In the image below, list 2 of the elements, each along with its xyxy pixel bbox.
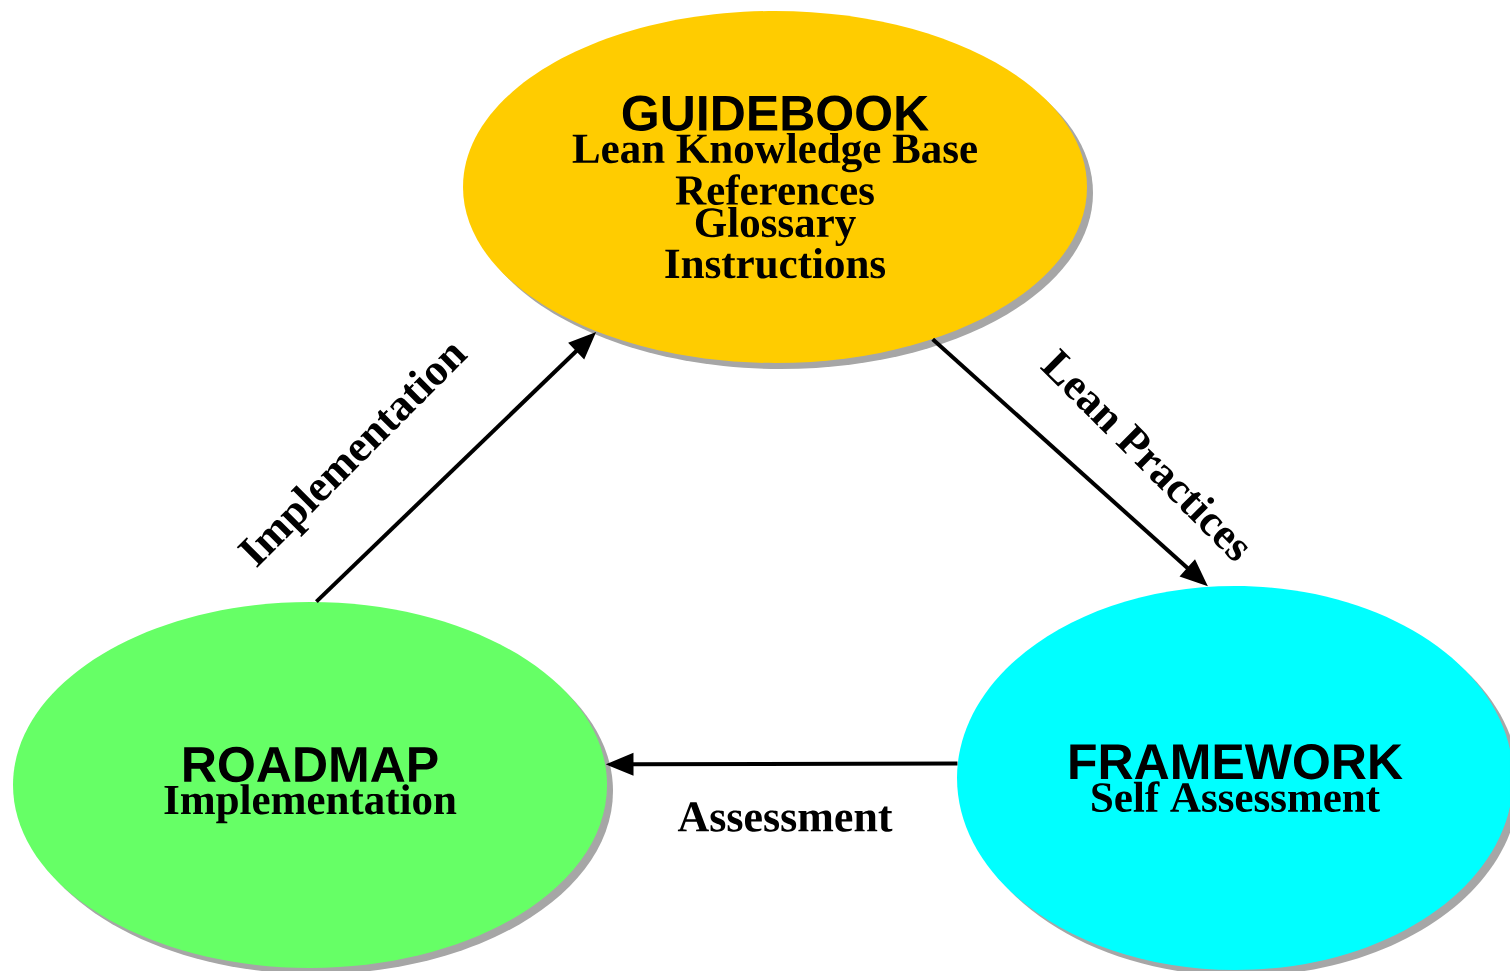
ellipse-node: ROADMAP Implementation [13, 602, 613, 971]
edge-label: Assessment [677, 802, 893, 832]
